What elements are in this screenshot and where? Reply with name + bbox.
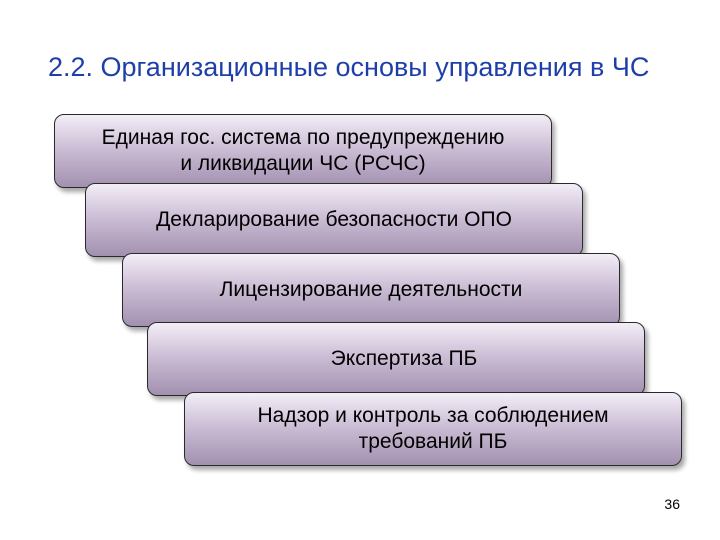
step-box-declaration: Декларирование безопасности ОПО — [85, 183, 583, 257]
page-number: 36 — [664, 496, 680, 512]
step-label-declaration: Декларирование безопасности ОПО — [156, 208, 512, 231]
step-box-licensing: Лицензирование деятельности — [122, 253, 620, 327]
step-label-supervision: Надзор и контроль за соблюдением требова… — [257, 404, 609, 453]
step-box-rschs: Единая гос. система по предупреждению и … — [54, 114, 552, 188]
step-label-rschs: Единая гос. система по предупреждению и … — [101, 126, 505, 175]
slide-title: 2.2. Организационные основы управления в… — [48, 52, 650, 82]
step-box-supervision: Надзор и контроль за соблюдением требова… — [184, 392, 682, 466]
step-label-expertise: Экспертиза ПБ — [330, 347, 478, 370]
step-label-licensing: Лицензирование деятельности — [219, 278, 523, 301]
step-box-expertise: Экспертиза ПБ — [147, 322, 645, 396]
